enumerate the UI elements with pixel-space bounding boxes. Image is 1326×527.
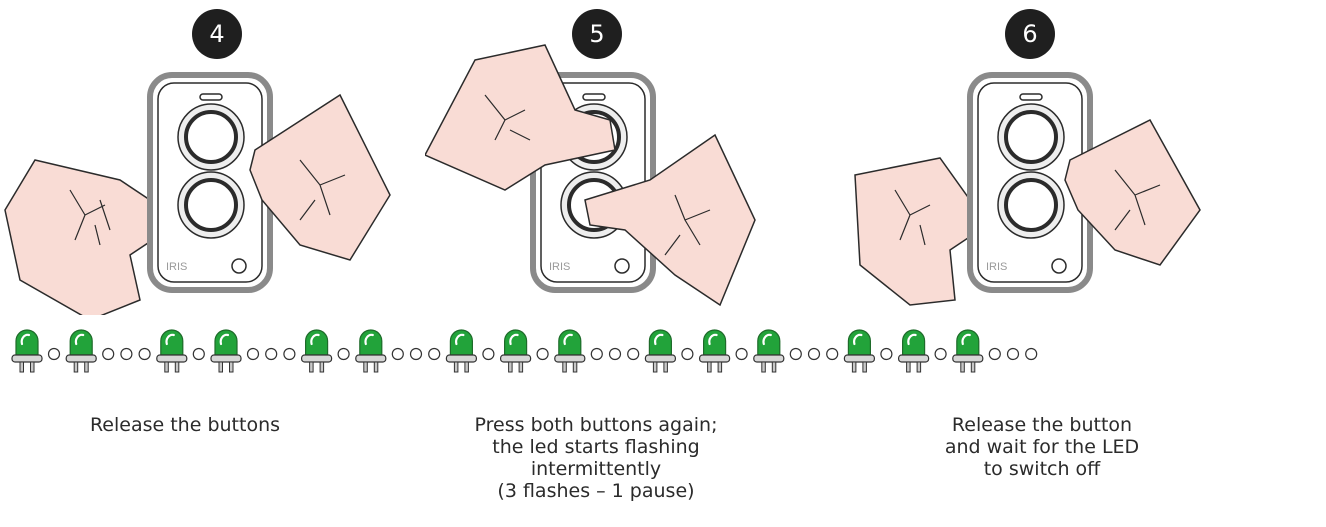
led-on-icon bbox=[644, 329, 677, 373]
led-off-dot bbox=[1025, 347, 1038, 361]
led-on-icon bbox=[156, 329, 188, 373]
right-hand-icon bbox=[584, 133, 756, 307]
led-off-dot bbox=[120, 347, 133, 361]
led-off-dot bbox=[536, 347, 549, 361]
remote-illustration: IRIS bbox=[425, 44, 756, 307]
caption-line: and wait for the LED bbox=[944, 436, 1140, 458]
left-hand-icon bbox=[4, 159, 161, 315]
led-off-dot bbox=[337, 347, 350, 361]
led-on-icon bbox=[753, 329, 785, 373]
led-on-icon bbox=[897, 329, 930, 373]
led-on-icon bbox=[11, 329, 43, 373]
remote-brand-text: IRIS bbox=[166, 261, 187, 273]
step-number-badge: 6 bbox=[1005, 9, 1055, 59]
led-sequence-graphic bbox=[11, 329, 1038, 373]
left-hand-icon bbox=[425, 44, 616, 191]
led-off-dot bbox=[826, 347, 839, 361]
remote-illustration: IRIS bbox=[854, 72, 1201, 306]
led-off-dot bbox=[138, 347, 151, 361]
led-off-dot bbox=[590, 347, 603, 361]
step-5: 5 IRIS bbox=[425, 0, 865, 315]
step-number-badge: 4 bbox=[192, 9, 242, 59]
caption-line: Release the button bbox=[951, 414, 1133, 436]
led-on-icon bbox=[301, 329, 333, 373]
led-on-icon bbox=[210, 329, 242, 373]
led-on-icon bbox=[500, 329, 532, 373]
led-off-dot bbox=[428, 347, 441, 361]
right-hand-icon bbox=[1064, 119, 1201, 266]
step-4-caption: Release the buttons bbox=[5, 414, 365, 436]
led-off-dot bbox=[608, 347, 622, 361]
remote-control-icon: IRIS bbox=[147, 72, 273, 293]
remote-brand-text: IRIS bbox=[986, 261, 1007, 273]
led-off-dot bbox=[192, 347, 205, 361]
led-off-dot bbox=[283, 347, 296, 361]
led-on-icon bbox=[698, 329, 731, 373]
step-5-caption: Press both buttons again; the led starts… bbox=[416, 414, 776, 502]
led-on-icon bbox=[843, 329, 876, 373]
led-off-dot bbox=[1006, 347, 1020, 361]
led-on-icon bbox=[952, 329, 984, 373]
step-6-caption: Release the button and wait for the LED … bbox=[862, 414, 1222, 480]
led-on-icon bbox=[554, 329, 586, 373]
led-on-icon bbox=[445, 329, 477, 373]
caption-line: Press both buttons again; bbox=[474, 414, 718, 436]
led-off-dot bbox=[880, 347, 893, 361]
caption-line: intermittently bbox=[530, 458, 662, 480]
step-6: 6 IRIS bbox=[850, 0, 1290, 315]
led-off-dot bbox=[807, 347, 821, 361]
led-off-dot bbox=[102, 347, 115, 361]
remote-control-icon: IRIS bbox=[967, 72, 1093, 293]
right-hand-icon bbox=[249, 93, 391, 261]
led-off-dot bbox=[246, 347, 260, 361]
led-off-dot bbox=[934, 347, 947, 361]
step-4: 4 IRIS bbox=[0, 0, 440, 315]
led-off-dot bbox=[789, 347, 802, 361]
caption-line: Release the buttons bbox=[89, 414, 281, 436]
led-on-icon bbox=[355, 329, 387, 373]
led-on-icon bbox=[65, 329, 97, 373]
left-hand-icon bbox=[854, 157, 981, 306]
led-off-dot bbox=[409, 347, 423, 361]
led-off-dot bbox=[681, 347, 694, 361]
led-off-dot bbox=[482, 347, 495, 361]
led-off-dot bbox=[265, 347, 278, 361]
remote-brand-text: IRIS bbox=[549, 261, 570, 273]
caption-line: to switch off bbox=[983, 458, 1101, 480]
led-flash-sequence bbox=[0, 325, 1326, 385]
led-off-dot bbox=[627, 347, 640, 361]
led-off-dot bbox=[391, 347, 404, 361]
led-off-dot bbox=[988, 347, 1001, 361]
caption-line: (3 flashes – 1 pause) bbox=[497, 480, 695, 502]
remote-illustration: IRIS bbox=[4, 72, 391, 315]
step-number-badge: 5 bbox=[572, 9, 622, 59]
caption-line: the led starts flashing bbox=[492, 436, 700, 458]
led-off-dot bbox=[735, 347, 748, 361]
led-off-dot bbox=[47, 347, 61, 361]
